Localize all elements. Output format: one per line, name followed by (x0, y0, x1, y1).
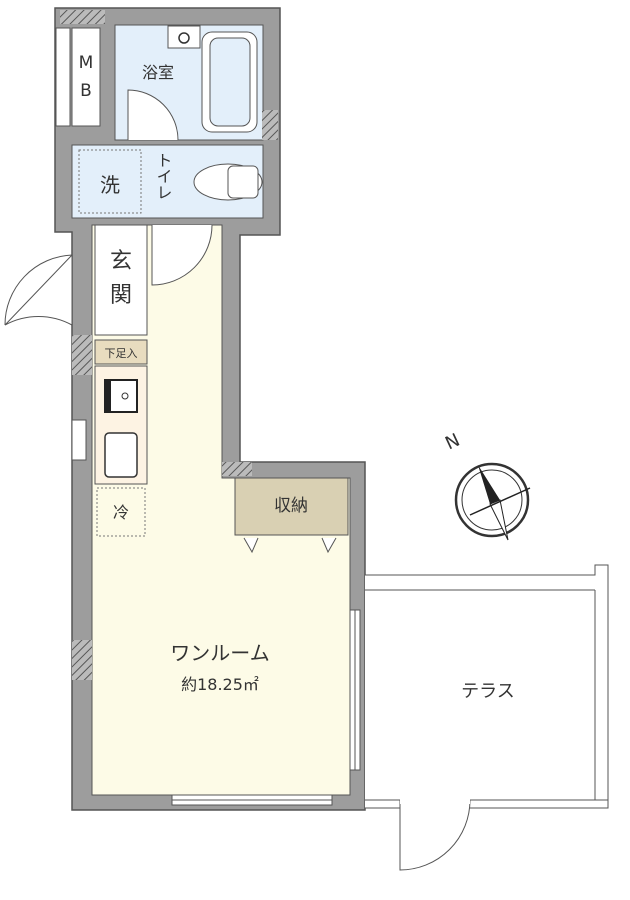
storage-door[interactable] (243, 537, 259, 554)
fridge-space (96, 487, 146, 537)
window-west (71, 419, 87, 461)
mb-label-b: B (80, 81, 92, 101)
storage-label: 収納 (274, 496, 308, 516)
toilet-icon (193, 163, 263, 201)
drain-icon (178, 32, 190, 44)
mb-closet (71, 27, 101, 127)
compass-icon (454, 462, 531, 541)
washer-label: 洗 (100, 173, 120, 197)
entrance-label-1: 玄 (110, 249, 132, 274)
front-door[interactable] (4, 253, 73, 326)
shoe-cabinet-label: 下足入 (105, 347, 138, 360)
toilet-label: トイレ (154, 152, 173, 200)
main-room (91, 224, 351, 796)
mb-label: M (79, 53, 94, 73)
terrace (365, 564, 609, 809)
fridge-label: 冷 (113, 503, 129, 522)
compass-north-label: N (442, 430, 463, 455)
entrance-inner-door[interactable] (151, 224, 213, 286)
storage (234, 477, 349, 536)
main-room-area: 約18.25㎡ (181, 675, 259, 694)
bathroom-label: 浴室 (142, 63, 174, 82)
washer-space (78, 149, 142, 214)
sink-icon (104, 432, 138, 478)
storage-door[interactable] (321, 537, 337, 554)
entrance (94, 224, 148, 336)
bathroom-door[interactable] (127, 89, 179, 141)
entrance-label-2: 関 (110, 283, 132, 308)
terrace-label: テラス (461, 681, 515, 702)
main-room-label: ワンルーム (170, 641, 269, 665)
shoe-cabinet (94, 339, 148, 365)
terrace-door[interactable] (399, 799, 471, 871)
